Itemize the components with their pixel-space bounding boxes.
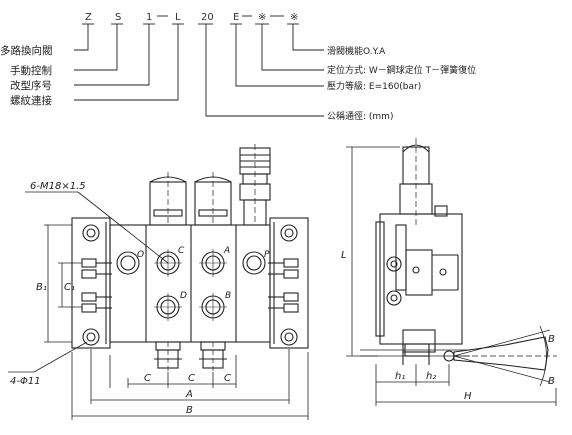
side-dimensions	[346, 146, 557, 406]
port-label-b: B	[225, 291, 231, 301]
hole-callout: 4-Φ11	[10, 376, 41, 387]
left-legend-labels: 多路換向閥 手動控制 改型序号 螺紋連接	[0, 44, 53, 107]
port-label-o: O	[137, 250, 144, 260]
dim-label-b1: B₁	[36, 282, 47, 293]
thread-callout: 6-M18×1.5	[30, 181, 86, 192]
valve-side-view: B B L h₁ h₂ H	[341, 138, 557, 406]
dim-label-c-mid: C	[188, 373, 195, 384]
dim-label-h: H	[464, 391, 472, 402]
side-port-lower	[386, 290, 402, 306]
port-label-a: A	[223, 246, 230, 256]
label-revision-no: 改型序号	[10, 79, 52, 92]
code-segment-series: Z	[85, 12, 92, 23]
dim-label-c-left: C	[144, 373, 151, 384]
label-manual-control: 手動控制	[10, 64, 52, 77]
code-segment-bore: 20	[201, 12, 214, 23]
dim-label-h2: h₂	[426, 371, 436, 382]
spool-housing-2	[194, 172, 232, 226]
code-segment-positioning: ※	[258, 12, 266, 23]
label-pressure-class: 壓力等級: E=160(bar)	[327, 80, 421, 92]
thread-callout-leader	[77, 191, 169, 264]
port-o	[116, 251, 140, 275]
mounting-hole	[280, 224, 298, 242]
port-p	[242, 251, 266, 275]
mounting-hole	[280, 328, 298, 346]
right-bolt-studs	[268, 258, 299, 313]
spool-end-1	[154, 341, 182, 372]
side-port-upper	[386, 256, 402, 272]
label-nominal-bore: 公稱通徑: (mm)	[327, 110, 393, 122]
model-code-legend: Z S 1 L 20 E ※ ※	[74, 12, 324, 117]
code-segment-control: S	[115, 12, 121, 23]
relief-valve-stack	[239, 144, 271, 226]
mounting-hole	[82, 328, 100, 346]
code-segment-function: ※	[290, 12, 298, 23]
dim-label-a: A	[185, 389, 193, 400]
dim-label-lever-angle-bottom: B	[548, 376, 555, 387]
port-label-c: C	[178, 246, 185, 256]
front-vertical-dimensions	[44, 224, 82, 343]
front-horizontal-dimensions	[71, 349, 309, 420]
hole-callout-leader	[33, 341, 88, 373]
port-b	[199, 293, 227, 321]
control-lever	[443, 325, 557, 387]
code-segment-pressure: E	[233, 12, 239, 23]
right-legend-labels: 滑閥機能O.Y.A 定位方式: W－鋼球定位 T－彈簧復位 壓力等級: E=16…	[327, 45, 476, 122]
port-a	[199, 249, 227, 277]
code-segment-revision: 1	[146, 12, 152, 23]
side-valve-body	[379, 213, 463, 345]
left-bolt-studs	[81, 258, 112, 313]
port-label-d: D	[180, 291, 187, 301]
label-multiway-valve: 多路換向閥	[0, 44, 53, 57]
dim-label-l: L	[341, 250, 347, 261]
spool-housing-1	[149, 172, 187, 226]
port-label-p: P	[264, 250, 270, 260]
dim-label-c-right: C	[224, 373, 231, 384]
port-d	[154, 293, 182, 321]
label-spool-function: 滑閥機能O.Y.A	[327, 45, 386, 57]
code-segment-connection: L	[175, 12, 181, 23]
dim-label-h1: h₁	[395, 371, 405, 382]
spool-end-2	[199, 341, 227, 372]
valve-body	[109, 224, 271, 343]
valve-front-view: 6-M18×1.5 4-Φ11 O C A P D B B₁ C₁	[8, 144, 309, 420]
dim-label-c1: C₁	[64, 282, 75, 293]
mounting-hole	[82, 224, 100, 242]
label-positioning-mode: 定位方式: W－鋼球定位 T－彈簧復位	[327, 64, 476, 76]
dim-label-b: B	[186, 405, 193, 416]
dim-label-lever-angle-top: B	[548, 334, 555, 345]
label-threaded-connection: 螺紋連接	[10, 94, 52, 107]
